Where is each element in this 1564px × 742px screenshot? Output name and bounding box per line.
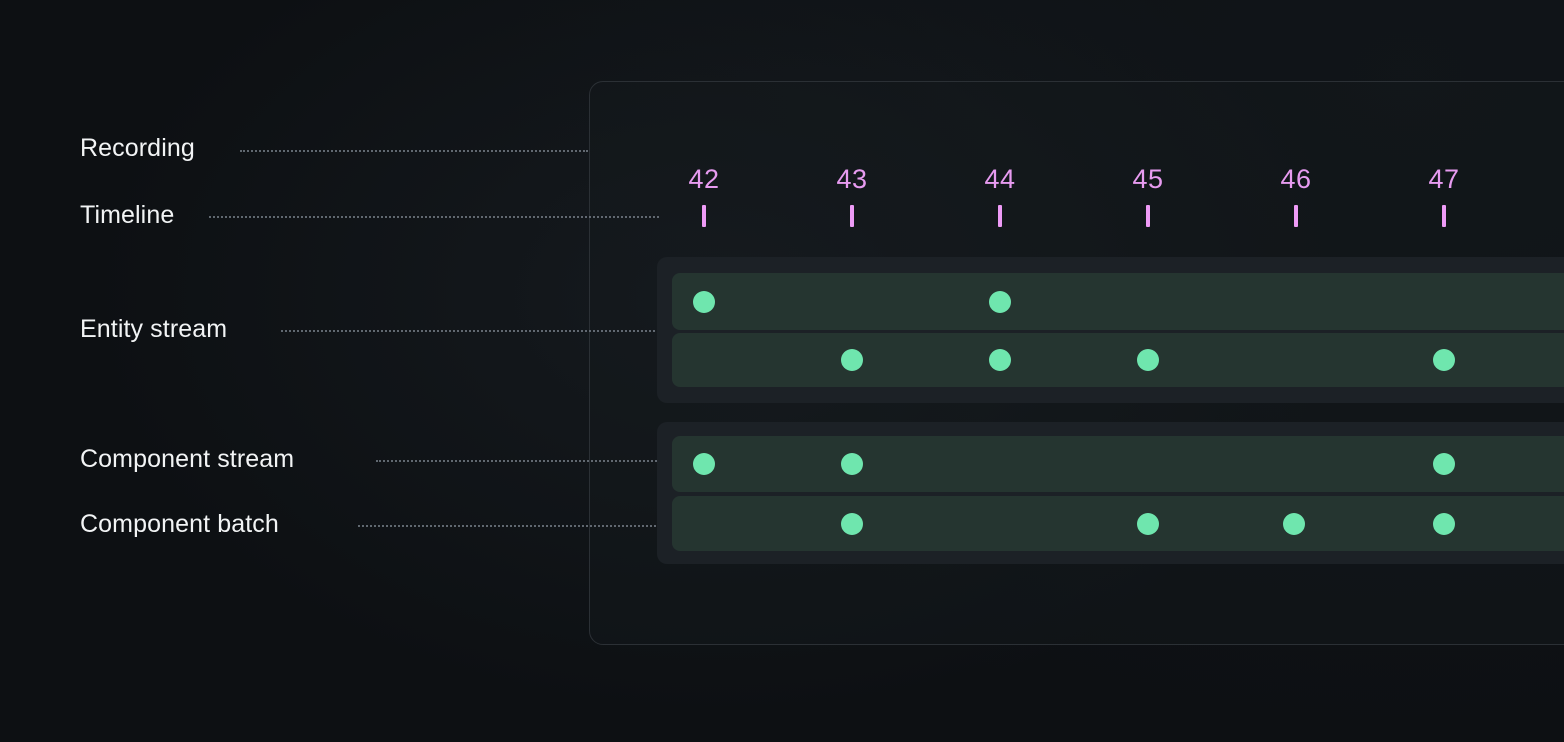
entity-stream-track-2[interactable]	[672, 333, 1564, 387]
timeline-tick-mark-46[interactable]	[1294, 205, 1298, 227]
event-dot[interactable]	[693, 453, 715, 475]
timeline-tick-mark-45[interactable]	[1146, 205, 1150, 227]
timeline-tick-label-45[interactable]: 45	[1132, 164, 1164, 194]
event-dot[interactable]	[1433, 349, 1455, 371]
row-label-component-stream: Component stream	[80, 445, 295, 473]
event-dot[interactable]	[989, 349, 1011, 371]
timeline-tick-label-42[interactable]: 42	[688, 164, 720, 194]
leader-line-entity-stream	[281, 330, 671, 332]
timeline-tick-mark-44[interactable]	[998, 205, 1002, 227]
event-dot[interactable]	[1433, 512, 1455, 535]
event-dot[interactable]	[1433, 453, 1455, 475]
event-dot[interactable]	[693, 290, 715, 313]
row-label-component-batch: Component batch	[80, 510, 279, 538]
timeline-tick-label-44[interactable]: 44	[984, 164, 1016, 194]
event-dot[interactable]	[989, 290, 1011, 313]
leader-line-component-stream	[376, 460, 672, 462]
event-dot[interactable]	[1137, 512, 1159, 535]
timeline-tick-label-47[interactable]: 47	[1428, 164, 1460, 194]
event-dot[interactable]	[841, 512, 863, 535]
event-dot[interactable]	[1283, 512, 1305, 535]
event-dot[interactable]	[841, 453, 863, 475]
timeline-tick-label-43[interactable]: 43	[836, 164, 868, 194]
row-label-entity-stream: Entity stream	[80, 315, 228, 343]
leader-line-component-batch	[358, 525, 852, 527]
timeline-tick-mark-42[interactable]	[702, 205, 706, 227]
component-batch-track[interactable]	[672, 496, 1564, 551]
entity-stream-track-1[interactable]	[672, 273, 1564, 330]
leader-line-recording	[240, 150, 588, 152]
row-label-timeline: Timeline	[80, 201, 175, 229]
timeline-tick-mark-47[interactable]	[1442, 205, 1446, 227]
timeline-tick-mark-43[interactable]	[850, 205, 854, 227]
event-dot[interactable]	[841, 349, 863, 371]
event-dot[interactable]	[1137, 349, 1159, 371]
leader-line-timeline	[209, 216, 659, 218]
timeline-tick-label-46[interactable]: 46	[1280, 164, 1312, 194]
row-label-recording: Recording	[80, 134, 195, 162]
component-stream-track[interactable]	[672, 436, 1564, 492]
